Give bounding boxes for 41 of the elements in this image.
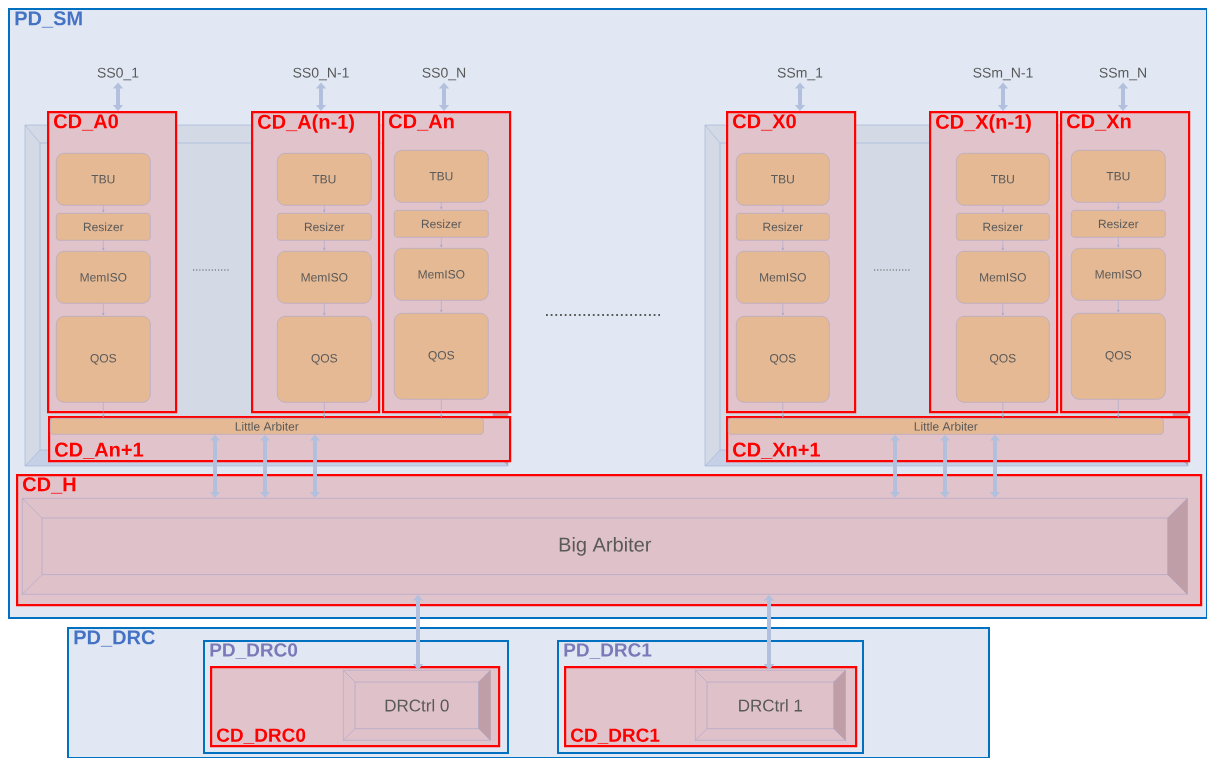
block-box: TBU <box>394 150 489 203</box>
block-box: MemISO <box>277 251 372 304</box>
bevel-block: Big Arbiter <box>21 497 1188 595</box>
block-box: MemISO <box>1071 248 1166 301</box>
block-box: TBU <box>736 153 830 206</box>
block-box: Resizer <box>277 213 372 241</box>
block-box: TBU <box>1071 150 1166 203</box>
signal-label: SS0_1 <box>97 67 139 81</box>
block-box: TBU <box>56 153 151 206</box>
block-box: QOS <box>736 316 830 403</box>
block-box: Resizer <box>1071 210 1166 238</box>
block-box: Resizer <box>56 213 151 241</box>
block-box: QOS <box>1071 313 1166 400</box>
block-box: Resizer <box>736 213 830 241</box>
block-box: TBU <box>277 153 372 206</box>
block-box: MemISO <box>56 251 151 304</box>
bevel-block: DRCtrl 0 <box>342 669 491 741</box>
block-box: MemISO <box>956 251 1050 304</box>
signal-label: SSm_N <box>1099 67 1146 81</box>
block-box: MemISO <box>394 248 489 301</box>
signal-label: SS0_N-1 <box>293 67 349 81</box>
block-box: Resizer <box>394 210 489 238</box>
block-box: MemISO <box>736 251 830 304</box>
block-box: QOS <box>56 316 151 403</box>
block-box: Little Arbiter <box>728 418 1164 435</box>
double-arrow <box>315 82 327 111</box>
block-box: QOS <box>956 316 1050 403</box>
signal-label: SSm_N-1 <box>973 67 1033 81</box>
double-arrow <box>794 82 806 111</box>
signal-label: SS0_N <box>422 67 466 81</box>
double-arrow <box>1117 82 1129 111</box>
block-box: QOS <box>277 316 372 403</box>
double-arrow <box>997 82 1009 111</box>
block-box: Resizer <box>956 213 1050 241</box>
double-arrow <box>438 82 450 111</box>
block-box: TBU <box>956 153 1050 206</box>
double-arrow <box>112 82 124 111</box>
bevel-block: DRCtrl 1 <box>694 669 846 741</box>
block-box: Little Arbiter <box>50 418 484 435</box>
signal-label: SSm_1 <box>777 67 823 81</box>
block-box: QOS <box>394 313 489 400</box>
